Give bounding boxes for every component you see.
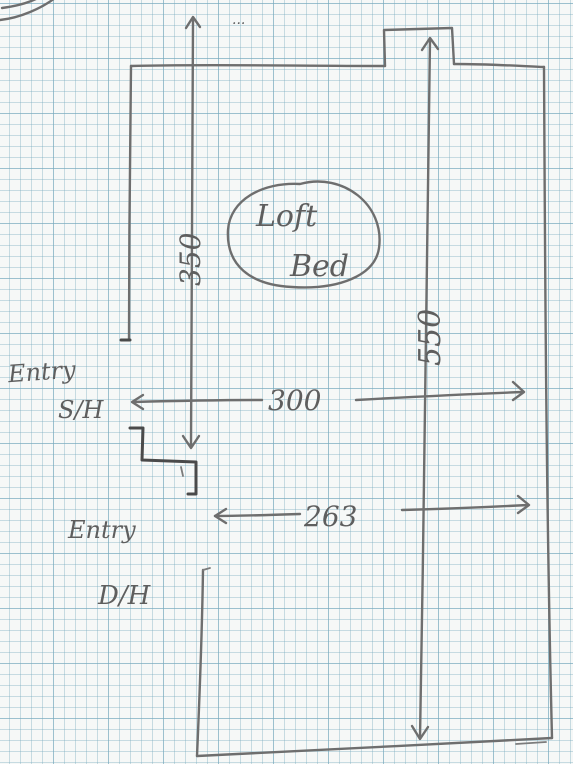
- dim-width-lower-arrow-right: [516, 494, 531, 515]
- outer-wall-bottom-tick: [515, 741, 547, 745]
- entry-lower-label-line2: D/H: [97, 581, 152, 611]
- outer-wall-top-right: [452, 62, 546, 69]
- outer-wall-right: [542, 65, 554, 740]
- loft-bed-label-line2: Bed: [289, 249, 349, 284]
- dim-width-upper-line-left: [131, 398, 264, 404]
- dim-left-height-line: [189, 18, 195, 448]
- dim-width-upper-arrow-left: [130, 393, 145, 411]
- loft-bed-circle: [226, 180, 381, 289]
- dim-width-lower-label: 263: [303, 500, 357, 533]
- dim-right-height-arrow-top: [420, 36, 440, 52]
- loft-bed-label-line1: Loft: [255, 199, 318, 234]
- dim-left-height-label: 350: [174, 233, 207, 286]
- dim-right-height-arrow-bottom: [410, 724, 430, 741]
- entry-upper-label-line1: Entry: [6, 356, 77, 389]
- dim-width-lower-line-right: [400, 503, 530, 512]
- dim-width-lower-line-left: [213, 512, 302, 518]
- dim-width-upper-arrow-right: [511, 380, 526, 402]
- outer-wall-left-lower: [195, 568, 205, 758]
- stair-outline: [128, 426, 198, 496]
- dim-right-height-label: 550: [413, 309, 448, 366]
- outer-wall-top-left: [129, 63, 387, 68]
- entry-lower-label-line1: Entry: [67, 516, 136, 544]
- corner-circle-mark: [0, 0, 55, 22]
- entry-upper-label-line2: S/H: [58, 396, 105, 424]
- top-mark: ...: [232, 12, 245, 28]
- stair-stub: [180, 466, 184, 477]
- dim-width-lower-arrow-left: [213, 507, 228, 525]
- corner-circle-mark-inner: [0, 0, 37, 10]
- dim-width-upper-line-right: [354, 390, 525, 402]
- dim-left-height-arrow-top: [184, 15, 202, 30]
- outer-wall-left-lower-hook: [202, 567, 211, 571]
- outer-wall-left-upper: [127, 64, 133, 342]
- chimney-bump: [382, 26, 456, 68]
- dim-width-upper-label: 300: [268, 384, 321, 417]
- dim-right-height-line: [418, 38, 432, 740]
- dim-left-height-arrow-bottom: [181, 434, 201, 450]
- outer-wall-bottom: [195, 736, 554, 758]
